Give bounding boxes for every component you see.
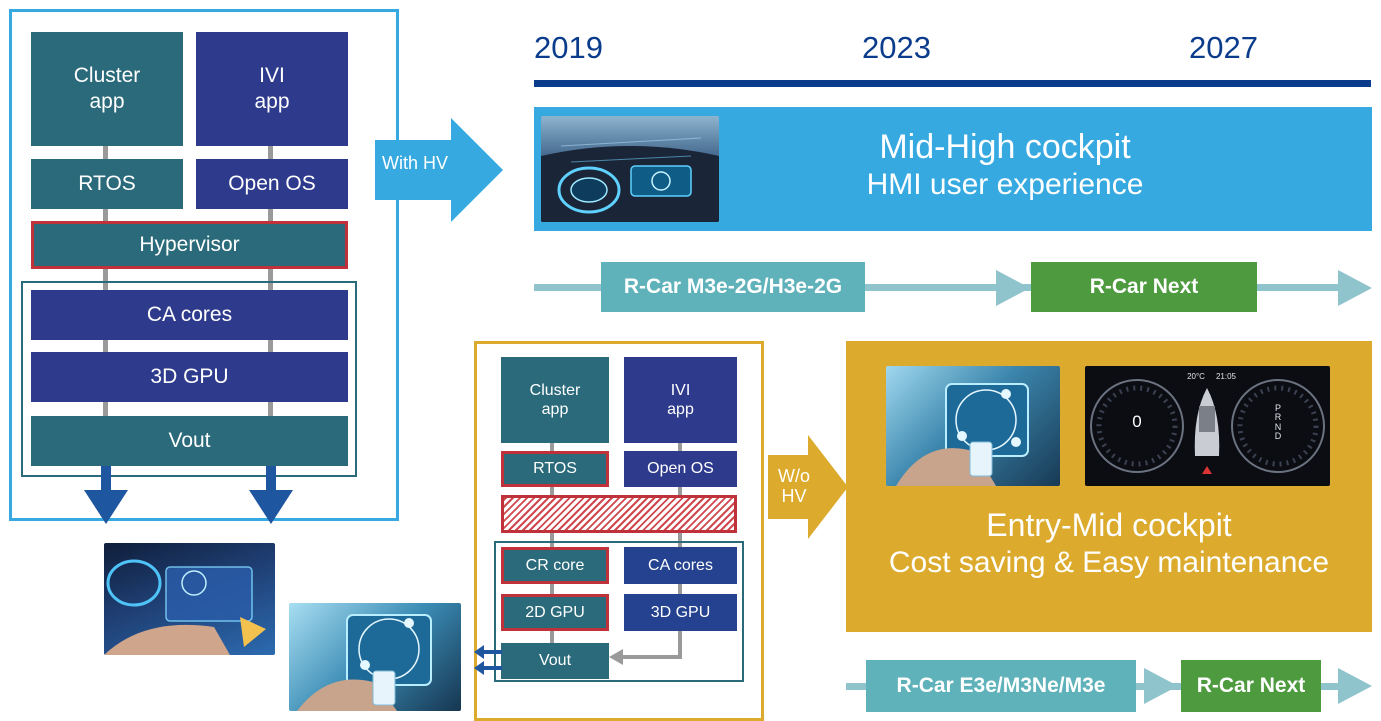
with-hv-label: With HV — [381, 153, 448, 173]
chip-r-car-next-label-bottom: R-Car Next — [1181, 660, 1321, 712]
open-os-block: Open OS — [196, 159, 348, 209]
down-arrow-icon — [84, 466, 128, 524]
with-hv-hardware-frame — [21, 281, 357, 477]
cockpit-dashboard-photo — [541, 116, 719, 222]
wo-ca-cores-block: CA cores — [624, 547, 737, 584]
without-hv-connector-bottom — [620, 655, 682, 659]
clock-readout: 21:05 — [1215, 372, 1237, 381]
2d-gpu-block: 2D GPU — [501, 594, 609, 631]
hand-on-touchscreen-photo — [104, 543, 275, 655]
navigation-interface-photo — [289, 603, 461, 711]
without-hv-hardware-frame — [494, 541, 744, 682]
no-hypervisor-hatched-block — [501, 495, 737, 533]
output-arrow-icon — [474, 645, 502, 675]
mid-high-subtitle: HMI user experience — [866, 168, 1144, 201]
entry-mid-subtitle: Cost saving & Easy maintenance — [888, 546, 1330, 579]
ca-cores-block: CA cores — [31, 290, 348, 340]
wo-open-os-block: Open OS — [624, 451, 737, 487]
with-hv-stack-frame — [9, 9, 399, 521]
arrow-right-icon — [1338, 270, 1372, 306]
year-2027: 2027 — [1189, 30, 1258, 65]
entry-mid-title: Entry-Mid cockpit — [986, 507, 1232, 543]
year-2019: 2019 — [534, 30, 603, 65]
gear-readout: P R N D — [1274, 403, 1282, 442]
year-2023: 2023 — [862, 30, 931, 65]
without-hv-label: W/o HV — [777, 466, 810, 506]
mid-high-roadmap-line — [534, 284, 1344, 291]
chip-m3e-h3e-label: R-Car M3e-2G/H3e-2G — [601, 262, 865, 312]
chip-e3e-m3ne-m3e-label: R-Car E3e/M3Ne/M3e — [866, 660, 1136, 712]
without-hv-arrow — [768, 435, 848, 539]
with-hv-arrow — [375, 118, 503, 222]
touch-screen-icon — [297, 614, 432, 711]
cr-core-block: CR core — [501, 547, 609, 584]
car-interior-icon — [541, 137, 719, 222]
down-arrow-icon — [249, 466, 293, 524]
hypervisor-block: Hypervisor — [31, 221, 348, 269]
3d-gpu-block: 3D GPU — [31, 352, 348, 402]
arrow-right-icon — [1338, 668, 1372, 704]
arrow-right-icon — [996, 270, 1030, 306]
wo-cluster-app-block: Cluster app — [501, 357, 609, 443]
chip-r-car-next-label: R-Car Next — [1031, 262, 1257, 312]
digital-gauge-cluster-photo: 0 P R N D 20°C 21:05 — [1085, 366, 1330, 486]
wo-vout-block: Vout — [501, 643, 609, 679]
gauge-cluster-icon — [1090, 379, 1325, 474]
arrow-right-icon — [1144, 668, 1178, 704]
ivi-app-block: IVI app — [196, 32, 348, 146]
wo-ivi-app-block: IVI app — [624, 357, 737, 443]
temperature-readout: 20°C — [1187, 372, 1205, 381]
timeline-bar — [534, 80, 1371, 87]
wo-rtos-block: RTOS — [501, 451, 609, 487]
speed-readout: 0 — [1132, 412, 1142, 431]
wo-3d-gpu-block: 3D GPU — [624, 594, 737, 631]
cluster-app-block: Cluster app — [31, 32, 183, 146]
arrow-left-icon — [609, 649, 623, 665]
mid-high-title: Mid-High cockpit — [879, 128, 1131, 166]
vout-block: Vout — [31, 416, 348, 466]
touch-screen-icon — [896, 383, 1029, 486]
touch-navigation-photo — [886, 366, 1060, 486]
rtos-block: RTOS — [31, 159, 183, 209]
holographic-display-icon — [104, 559, 266, 655]
